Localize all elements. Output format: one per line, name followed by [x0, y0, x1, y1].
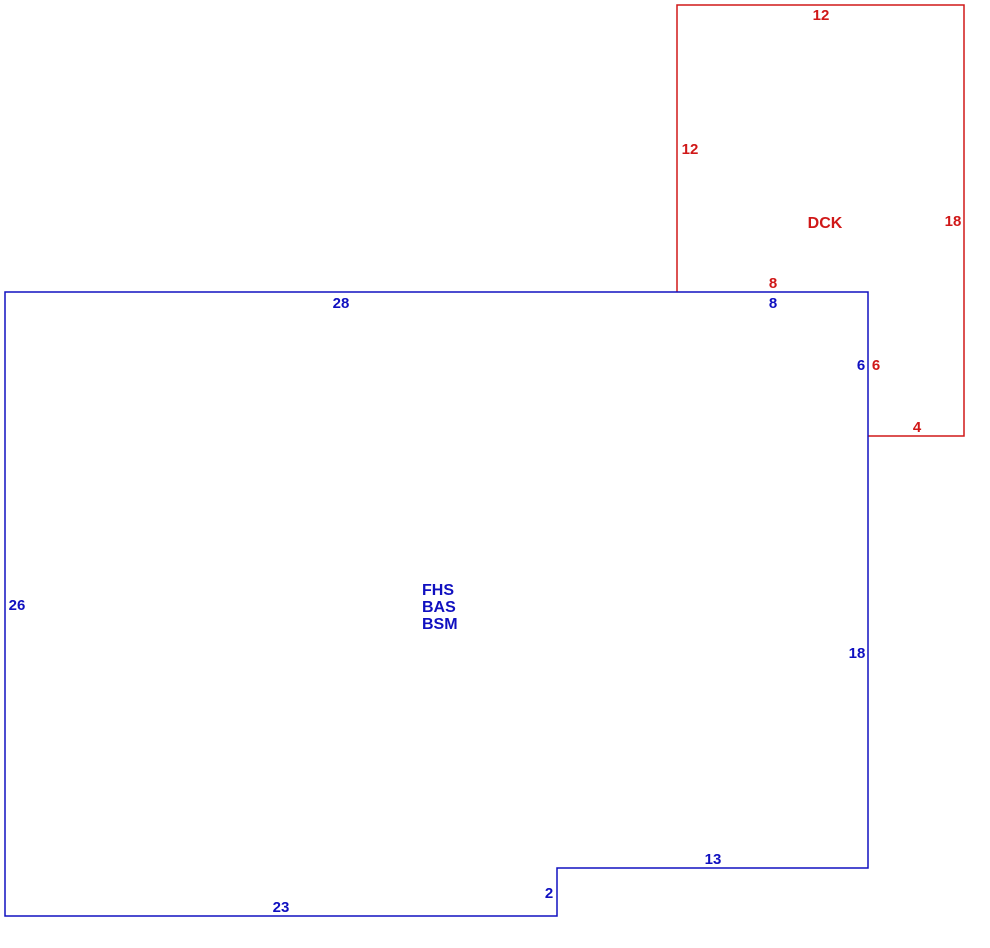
deck-outline	[676, 4, 965, 437]
main-area-code-2: BAS	[422, 599, 456, 616]
main-area-code-3: BSM	[422, 616, 458, 633]
main-area-code-1: FHS	[422, 582, 454, 599]
main-dim-top-right: 8	[769, 295, 777, 312]
deck-area-code: DCK	[808, 215, 843, 232]
deck-dim-top: 12	[813, 7, 830, 24]
main-dim-right-lower: 18	[849, 645, 866, 662]
deck-dim-shared-side: 6	[872, 357, 880, 374]
main-dim-step-side: 2	[545, 885, 553, 902]
main-dim-right-upper: 6	[857, 357, 865, 374]
main-dim-bottom: 23	[273, 899, 290, 916]
main-dim-left: 26	[9, 597, 26, 614]
main-house-outline	[4, 291, 869, 917]
deck-dim-right: 18	[945, 213, 962, 230]
main-dim-step-top: 13	[705, 851, 722, 868]
main-dim-top: 28	[333, 295, 350, 312]
deck-dim-bottom: 4	[913, 419, 922, 436]
deck-dim-shared-bottom: 8	[769, 275, 777, 292]
deck-dim-left: 12	[682, 141, 699, 158]
